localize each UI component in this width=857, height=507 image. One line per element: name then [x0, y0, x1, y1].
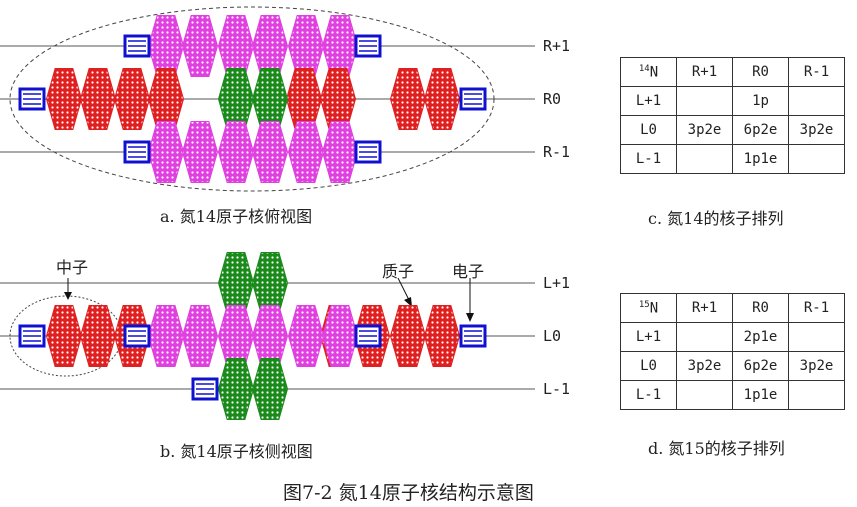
red-nucleon-pair-left [285, 68, 323, 130]
caption-panel-b: b. 氮14原子核侧视图 [160, 442, 313, 461]
table-header-cell: R-1 [788, 293, 845, 323]
level-label-l0: L0 [543, 327, 562, 345]
magenta-nucleon-pair-right [251, 15, 289, 77]
table-row: L-1 1p1e [620, 380, 845, 410]
green-nucleon-pair-right [251, 358, 289, 420]
level-label-l-plus-1: L+1 [543, 274, 571, 292]
table-row-label: L+1 [620, 322, 677, 352]
magenta-nucleon-pair-left [147, 121, 185, 183]
magenta-nucleon-pair-right [321, 15, 359, 77]
table-row-label: L+1 [620, 86, 677, 116]
green-nucleon-pair-left [217, 252, 255, 314]
table-cell [676, 380, 733, 410]
green-nucleon-pair-left [217, 358, 255, 420]
table-row: L+1 2p1e [620, 322, 845, 352]
table-cell [788, 86, 845, 116]
figure-title: 图7-2 氮14原子核结构示意图 [283, 482, 534, 504]
label-neutron: 中子 [56, 258, 89, 277]
table-corner: 15N [620, 293, 677, 323]
magenta-nucleon-pair-left [287, 15, 325, 77]
table-cell [676, 322, 733, 352]
table-header-cell: R+1 [676, 293, 733, 323]
table-cell: 6p2e [732, 115, 789, 145]
magenta-nucleon-pair-left [217, 121, 255, 183]
red-nucleon-pair-right [79, 305, 117, 367]
table-cell: 2p1e [732, 322, 789, 352]
table-cell: 3p2e [788, 115, 845, 145]
green-nucleon-pair-right [251, 252, 289, 314]
table-cell: 3p2e [676, 351, 733, 381]
level-label-r-minus-1: R-1 [543, 143, 571, 161]
table-cell [788, 144, 845, 174]
table-row: L+1 1p [620, 86, 845, 116]
table-cell: 1p1e [732, 144, 789, 174]
table-header-row: 14N R+1 R0 R-1 [620, 57, 845, 87]
table-header-cell: R0 [732, 293, 789, 323]
table-header-cell: R0 [732, 57, 789, 87]
level-label-r-plus-1: R+1 [543, 37, 571, 55]
table-row: L0 3p2e 6p2e 3p2e [620, 115, 845, 145]
panel-a-top-view [18, 15, 487, 183]
magenta-nucleon-pair-right [321, 121, 359, 183]
table-row-label: L0 [620, 115, 677, 145]
green-nucleon-pair-left [217, 68, 255, 130]
magenta-nucleon-pair-left [287, 305, 325, 367]
level-label-l-minus-1: L-1 [543, 380, 571, 398]
table-corner: 14N [620, 57, 677, 87]
green-nucleon-pair-right [251, 68, 289, 130]
table-cell [788, 380, 845, 410]
red-nucleon-pair-left [389, 305, 427, 367]
table-cell: 1p [732, 86, 789, 116]
table-cell [788, 322, 845, 352]
table-header-cell: R-1 [788, 57, 845, 87]
table-cell [676, 86, 733, 116]
label-proton: 质子 [382, 262, 415, 281]
magenta-nucleon-pair-right [321, 305, 359, 367]
caption-panel-a: a. 氮14原子核俯视图 [160, 207, 313, 226]
table-cell: 1p1e [732, 380, 789, 410]
table-row-label: L-1 [620, 144, 677, 174]
panel-b-side-view [18, 252, 487, 420]
magenta-nucleon-pair-left [147, 15, 185, 77]
caption-panel-c: c. 氮14的核子排列 [648, 209, 784, 228]
magenta-nucleon-pair-left [217, 15, 255, 77]
table-row-label: L0 [620, 351, 677, 381]
red-nucleon-pair-left [45, 305, 83, 367]
magenta-nucleon-pair-right [251, 305, 289, 367]
table-header-cell: R+1 [676, 57, 733, 87]
table-header-row: 15N R+1 R0 R-1 [620, 293, 845, 323]
magenta-nucleon-pair-left [147, 305, 185, 367]
table-cell [676, 144, 733, 174]
table-row: L0 3p2e 6p2e 3p2e [620, 351, 845, 381]
red-nucleon-pair-right [79, 68, 117, 130]
magenta-nucleon-pair-left [217, 305, 255, 367]
magenta-nucleon-pair-left [287, 121, 325, 183]
table-row-label: L-1 [620, 380, 677, 410]
red-nucleon-pair-left [113, 68, 151, 130]
red-nucleon-pair-right [147, 68, 185, 130]
level-label-r0: R0 [543, 90, 562, 108]
table-n15: 15N R+1 R0 R-1 L+1 2p1e L0 3p2e 6p2e 3p2… [620, 293, 845, 410]
red-nucleon-pair-right [423, 68, 461, 130]
table-cell: 3p2e [676, 115, 733, 145]
table-cell: 3p2e [788, 351, 845, 381]
table-n14: 14N R+1 R0 R-1 L+1 1p L0 3p2e 6p2e 3p2e … [620, 57, 845, 174]
magenta-nucleon-pair-right [181, 305, 219, 367]
magenta-nucleon-pair-right [181, 121, 219, 183]
table-cell: 6p2e [732, 351, 789, 381]
red-nucleon-pair-left [45, 68, 83, 130]
label-electron: 电子 [452, 262, 485, 281]
caption-panel-d: d. 氮15的核子排列 [648, 439, 785, 458]
red-nucleon-pair-right [423, 305, 461, 367]
magenta-nucleon-pair-right [181, 15, 219, 77]
red-nucleon-pair-left [389, 68, 427, 130]
red-nucleon-pair-right [319, 68, 357, 130]
magenta-nucleon-pair-right [251, 121, 289, 183]
table-row: L-1 1p1e [620, 144, 845, 174]
